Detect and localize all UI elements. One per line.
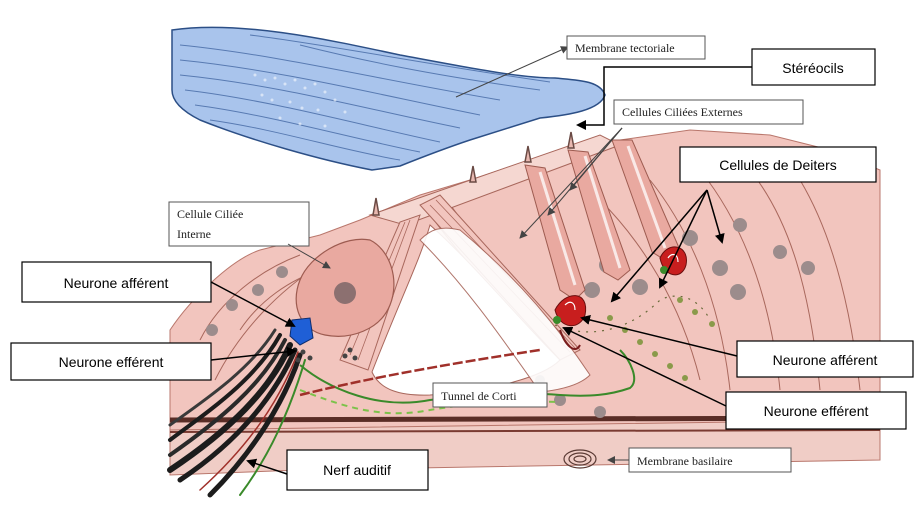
neurone-afferent-right-text: Neurone afférent: [773, 352, 878, 368]
neurone-efferent-left-text: Neurone efférent: [59, 354, 164, 370]
neurone-afferent-left-text: Neurone afférent: [64, 275, 169, 291]
membrane-tectoriale-text: Membrane tectoriale: [575, 41, 675, 55]
label-tunnel-de-corti: Tunnel de Corti: [433, 383, 547, 407]
label-membrane-basilaire: Membrane basilaire: [608, 448, 791, 472]
nerf-auditif-text: Nerf auditif: [323, 462, 391, 478]
cellule-ciliee-interne-line2: Interne: [177, 227, 211, 241]
tunnel-de-corti-text: Tunnel de Corti: [441, 389, 517, 403]
tectorial-membrane: [172, 27, 605, 170]
stereocils-text: Stéréocils: [782, 60, 843, 76]
cellules-ciliees-externes-text: Cellules Ciliées Externes: [622, 105, 743, 119]
membrane-basilaire-text: Membrane basilaire: [637, 454, 733, 468]
neurone-efferent-right-text: Neurone efférent: [764, 403, 869, 419]
cellule-ciliee-interne-line1: Cellule Ciliée: [177, 207, 243, 221]
cellules-de-deiters-text: Cellules de Deiters: [719, 157, 837, 173]
